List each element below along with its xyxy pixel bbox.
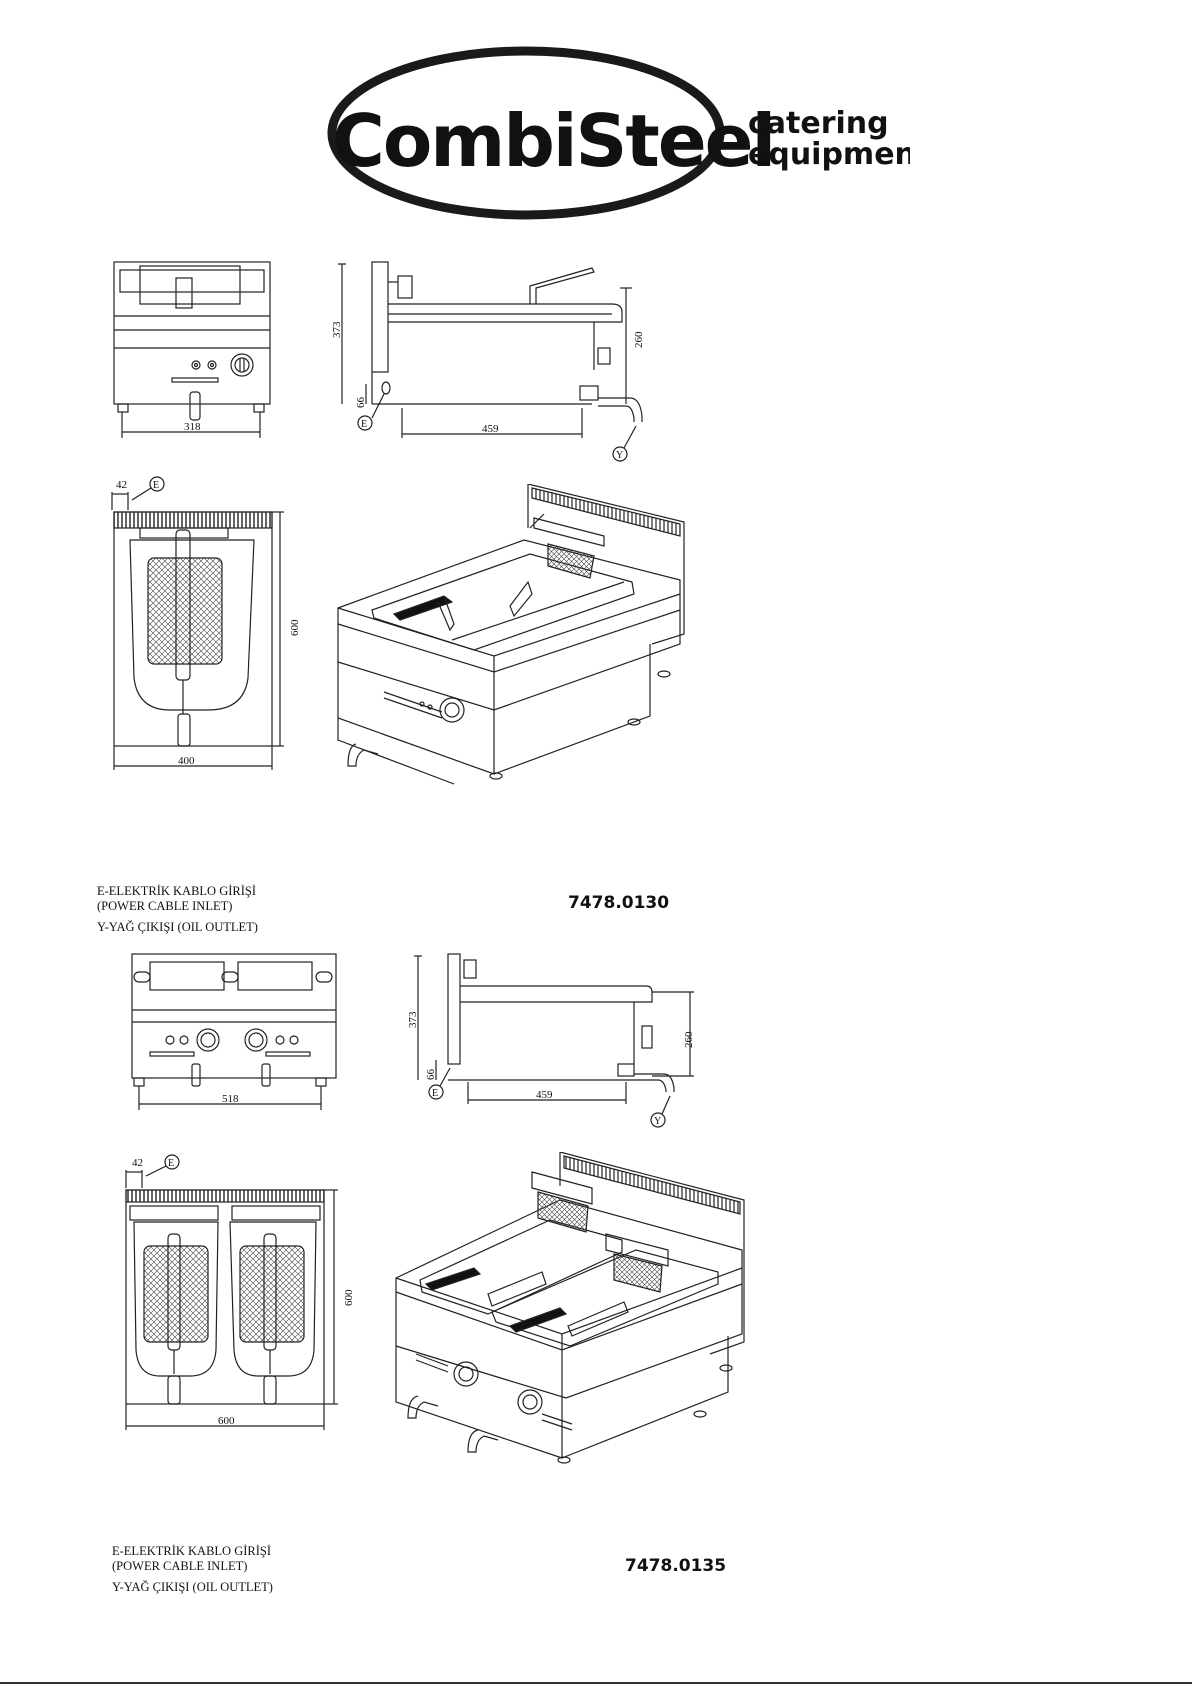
dim-foot-2: 66 (425, 1069, 437, 1081)
logo-tagline-2: equipment (748, 137, 910, 172)
legend-electric-inlet-2: E-ELEKTRİK KABLO GİRİŞİ (112, 1544, 372, 1559)
dim-offset: 42 (116, 479, 127, 491)
model1-front-view: 318 (108, 256, 288, 446)
page-bottom-rule (0, 1682, 1192, 1684)
dim-plan-width-2: 600 (218, 1415, 235, 1427)
dim-plan-width: 400 (178, 755, 195, 767)
marker-y: Y (616, 450, 623, 461)
dim-plan-depth: 600 (289, 619, 301, 636)
legend-oil-outlet-2: Y-YAĞ ÇIKIŞI (OIL OUTLET) (112, 1580, 372, 1595)
model2-side-view: 373 66 260 459 E Y (406, 952, 706, 1132)
model1-legend: E-ELEKTRİK KABLO GİRİŞİ (POWER CABLE INL… (97, 884, 357, 935)
dim-height-2: 373 (407, 1011, 419, 1028)
dim-front-width: 318 (184, 421, 201, 433)
legend-electric-inlet: E-ELEKTRİK KABLO GİRİŞİ (97, 884, 357, 899)
marker-e-2: E (432, 1088, 438, 1099)
dim-foot: 66 (355, 397, 367, 409)
marker-e: E (361, 419, 367, 430)
model1-plan-view: 42 E 400 600 (108, 474, 308, 774)
model1-side-view: 373 66 260 459 E Y (330, 258, 670, 468)
model2-code: 7478.0135 (625, 1556, 726, 1576)
marker-y-2: Y (654, 1116, 661, 1127)
dim-depth-2: 459 (536, 1089, 553, 1101)
legend-electric-inlet-en-2: (POWER CABLE INLET) (112, 1559, 372, 1574)
model2-front-view: 518 (126, 952, 346, 1122)
model1-isometric-view (334, 484, 690, 830)
dim-plan-depth-2: 600 (343, 1289, 355, 1306)
dim-side-height: 260 (633, 331, 645, 348)
dim-depth: 459 (482, 423, 499, 435)
logo-brand: CombiSteel (332, 99, 774, 183)
model2-plan-view: 42 E 600 600 (106, 1154, 366, 1434)
model2-legend: E-ELEKTRİK KABLO GİRİŞİ (POWER CABLE INL… (112, 1544, 372, 1595)
combisteel-logo: CombiSteel catering equipment (320, 40, 910, 225)
model2-isometric-view (392, 1152, 752, 1478)
dim-front-width-2: 518 (222, 1093, 239, 1105)
dim-height: 373 (331, 321, 343, 338)
model1-code: 7478.0130 (568, 893, 669, 913)
dim-side-height-2: 260 (683, 1031, 695, 1048)
plan-marker-e: E (153, 480, 159, 491)
legend-oil-outlet: Y-YAĞ ÇIKIŞI (OIL OUTLET) (97, 920, 357, 935)
legend-electric-inlet-en: (POWER CABLE INLET) (97, 899, 357, 914)
logo-tagline-1: catering (748, 106, 889, 141)
plan-marker-e-2: E (168, 1158, 174, 1169)
dim-offset-2: 42 (132, 1157, 143, 1169)
